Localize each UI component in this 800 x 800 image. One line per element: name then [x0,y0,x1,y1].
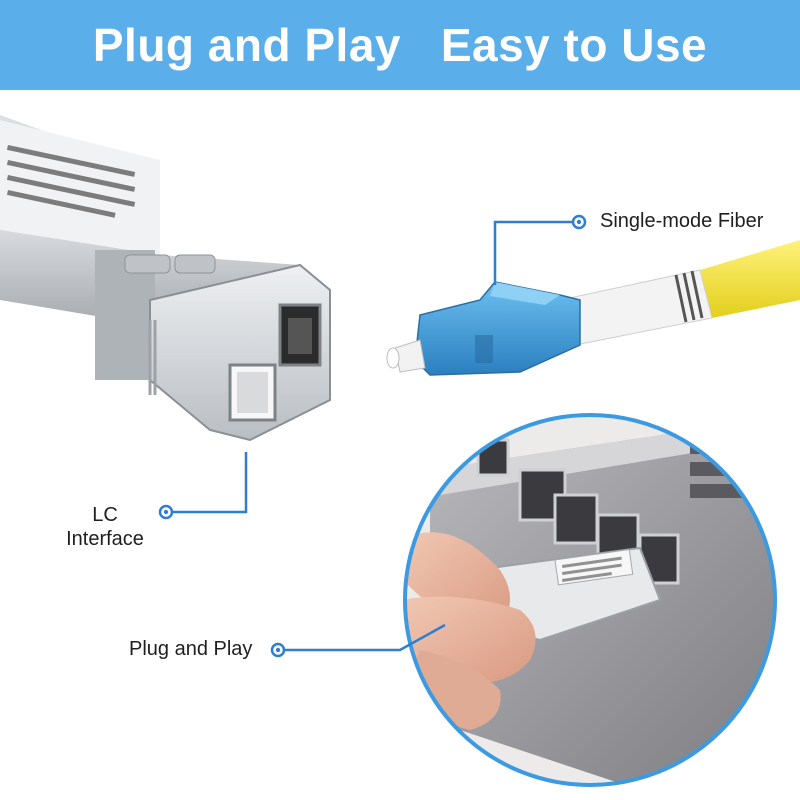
single-mode-fiber-label: Single-mode Fiber [600,210,764,232]
module-label-text [6,145,136,218]
lc-interface-label: LC Interface [64,503,146,551]
inset-circle-border [403,413,777,787]
lc-interface-ports [228,303,322,422]
callout-lines [170,220,575,652]
header-banner: Plug and Play Easy to Use [0,0,800,90]
switch-inset-photo [405,415,775,785]
fiber-cable [559,240,800,346]
lc-interface-label-line1: LC [92,504,118,526]
lc-connector [386,281,581,376]
banner-title: Plug and Play Easy to Use [92,19,708,71]
plug-and-play-label: Plug and Play [129,638,253,660]
lc-interface-label-line2: Interface [66,528,144,550]
sfp-module [0,115,331,442]
